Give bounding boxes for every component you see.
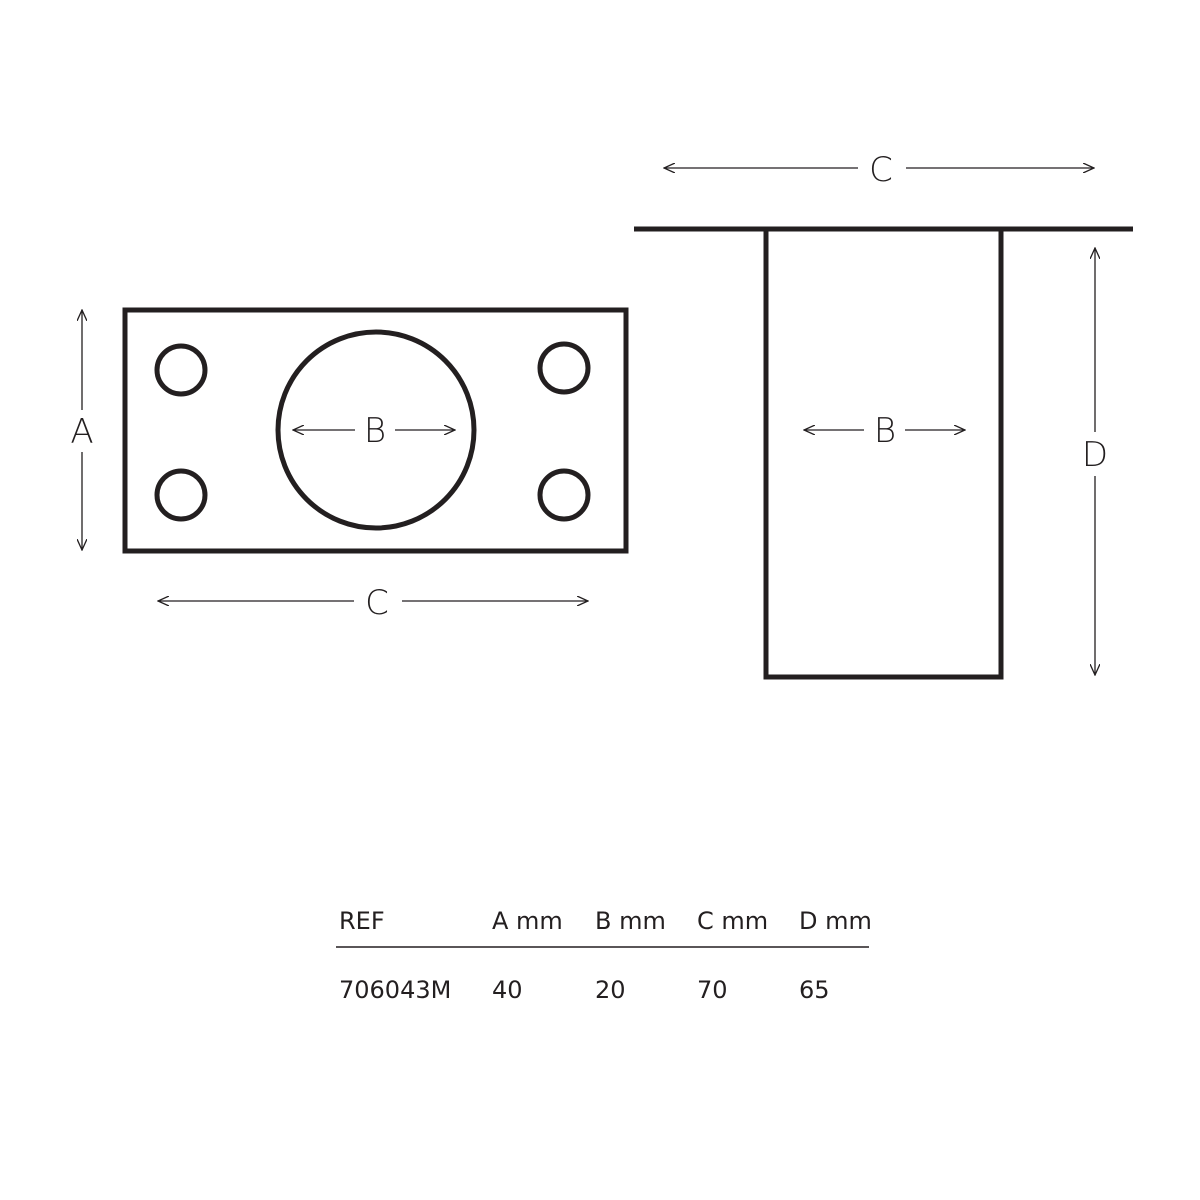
table-header-d: D mm [799, 907, 872, 935]
table-header-ref: REF [339, 907, 385, 935]
side-view: C B D [634, 150, 1133, 680]
table-cell-ref: 706043M [339, 976, 451, 1004]
table-cell-b: 20 [595, 976, 626, 1004]
table-row: 706043M 40 20 70 65 [339, 976, 830, 1004]
mounting-hole [154, 343, 208, 397]
table-cell-a: 40 [492, 976, 523, 1004]
mounting-hole [537, 341, 591, 395]
dimension-label-c: C [869, 150, 893, 190]
dimension-label-b: B [874, 411, 896, 451]
dimension-table: REF A mm B mm C mm D mm 706043M 40 20 70… [336, 907, 872, 1004]
plate-outline [122, 307, 629, 554]
table-header-c: C mm [697, 907, 768, 935]
dimension-label-d: D [1082, 435, 1108, 475]
table-header-a: A mm [492, 907, 563, 935]
tube-outline [763, 226, 1004, 680]
mounting-hole [154, 468, 208, 522]
top-view: A B C [70, 307, 629, 623]
tube-bore [275, 329, 477, 531]
dimension-label-b: B [364, 411, 386, 451]
mounting-hole [537, 468, 591, 522]
table-cell-c: 70 [697, 976, 728, 1004]
dimension-label-c: C [365, 583, 389, 623]
table-cell-d: 65 [799, 976, 830, 1004]
table-header-b: B mm [595, 907, 666, 935]
dimension-label-a: A [70, 412, 93, 452]
